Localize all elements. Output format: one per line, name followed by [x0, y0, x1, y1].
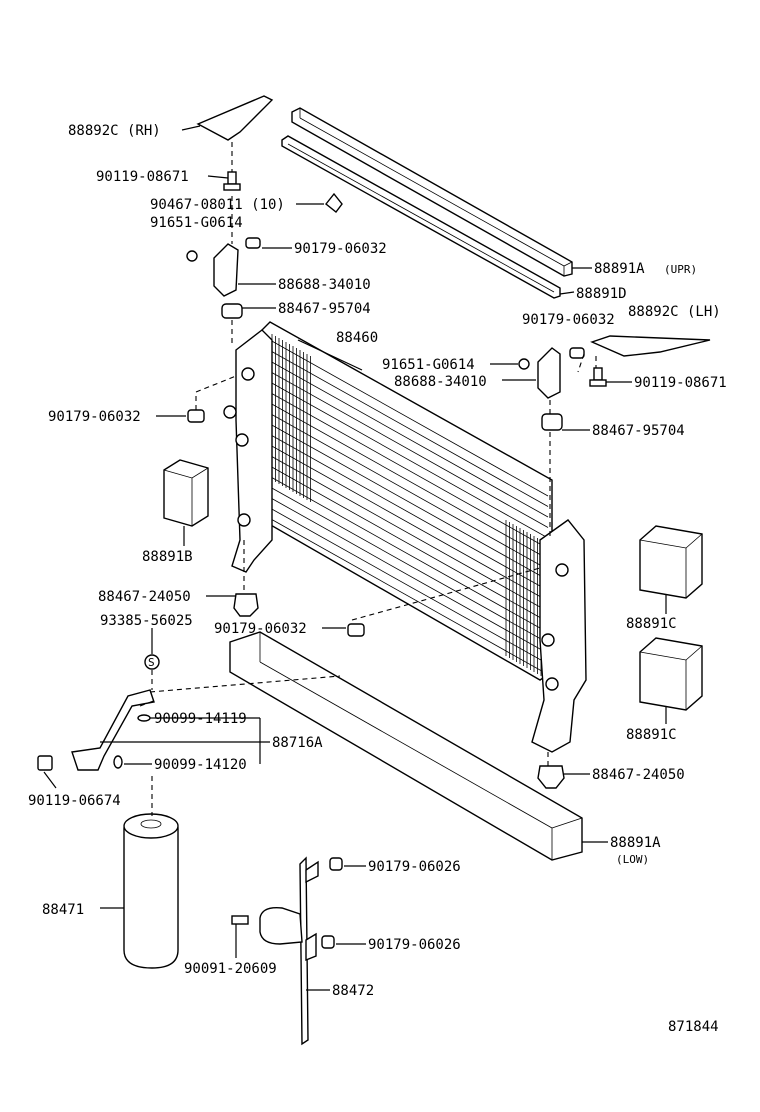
condenser-tube — [269, 360, 549, 518]
label-90179-06026-a: 90179-06026 — [368, 859, 461, 875]
label-90091-20609: 90091-20609 — [184, 961, 277, 977]
label-88467-24050-left: 88467-24050 — [98, 589, 191, 605]
label-90119-08671-right: 90119-08671 — [634, 375, 727, 391]
label-90179-06032-a: 90179-06032 — [294, 241, 387, 257]
condenser-tube — [269, 518, 549, 675]
label-88716a: 88716A — [272, 735, 323, 751]
label-90119-06674: 90119-06674 — [28, 793, 121, 809]
condenser-tube — [269, 402, 549, 560]
label-88891b: 88891B — [142, 549, 193, 565]
receiver-88471 — [123, 813, 179, 969]
label-90467-08011: 90467-08011 (10) — [150, 197, 285, 213]
condenser-tube — [269, 423, 549, 581]
label-88891a-upr-note: (UPR) — [664, 263, 697, 276]
label-88472: 88472 — [332, 983, 374, 999]
condenser-88460 — [223, 321, 587, 753]
label-88471: 88471 — [42, 902, 84, 918]
seal-88891a-upr — [291, 107, 573, 277]
seal-88891d — [281, 135, 561, 299]
cushion-plate-88892c-lh — [590, 335, 711, 357]
label-90179-06032-b: 90179-06032 — [522, 312, 615, 328]
block-88891b — [163, 459, 209, 527]
label-88891a-low: 88891A — [610, 835, 661, 851]
bracket-88472 — [231, 856, 343, 1046]
label-88688-34010-left: 88688-34010 — [278, 277, 371, 293]
part-labels: 88892C (RH) 90119-08671 90467-08011 (10)… — [28, 123, 727, 1035]
leader-lines — [43, 125, 667, 991]
label-90179-06026-b: 90179-06026 — [368, 937, 461, 953]
condenser-tube — [269, 339, 549, 497]
condenser-tube — [269, 476, 549, 633]
assembly-lines — [139, 142, 597, 816]
label-88460: 88460 — [336, 330, 378, 346]
block-88891c-lower — [639, 637, 703, 711]
seal-88891a-low — [229, 631, 583, 861]
condenser-tube — [269, 497, 549, 654]
label-88467-95704-left: 88467-95704 — [278, 301, 371, 317]
label-88891c-lower: 88891C — [626, 727, 677, 743]
condenser-tube — [269, 413, 549, 570]
label-91651-g0614-right: 91651-G0614 — [382, 357, 475, 373]
label-88467-95704-right: 88467-95704 — [592, 423, 685, 439]
pipe-88716a — [71, 689, 155, 771]
label-93385-56025: 93385-56025 — [100, 613, 193, 629]
label-91651-g0614-left: 91651-G0614 — [150, 215, 243, 231]
condenser-tube — [269, 350, 549, 507]
condenser-tube — [269, 392, 549, 549]
label-88688-34010-right: 88688-34010 — [394, 374, 487, 390]
label-90099-14120: 90099-14120 — [154, 757, 247, 773]
svg-text:S: S — [148, 656, 155, 669]
figure-number: 871844 — [668, 1019, 719, 1035]
label-88891c-upper: 88891C — [626, 616, 677, 632]
label-90179-06032-d: 90179-06032 — [214, 621, 307, 637]
condenser-tube — [269, 455, 549, 612]
label-90119-08671-top: 90119-08671 — [96, 169, 189, 185]
label-88891a-upr: 88891A — [594, 261, 645, 277]
condenser-tube — [269, 486, 549, 644]
block-88891c-upper — [639, 525, 703, 599]
label-88891d: 88891D — [576, 286, 627, 302]
condenser-tube — [269, 381, 549, 539]
condenser-tube — [269, 434, 549, 591]
fasteners: S — [37, 171, 607, 789]
cushion-plate-88892c-rh — [196, 95, 274, 141]
condenser-tube — [269, 371, 549, 528]
label-88467-24050-right: 88467-24050 — [592, 767, 685, 783]
label-90179-06032-c: 90179-06032 — [48, 409, 141, 425]
condenser-tube — [269, 465, 549, 623]
condenser-tube — [269, 444, 549, 602]
label-90099-14119: 90099-14119 — [154, 711, 247, 727]
condenser-tube — [269, 507, 549, 665]
label-88891a-low-note: (LOW) — [616, 853, 649, 866]
label-88892c-lh: 88892C (LH) — [628, 304, 721, 320]
label-88892c-rh: 88892C (RH) — [68, 123, 161, 139]
